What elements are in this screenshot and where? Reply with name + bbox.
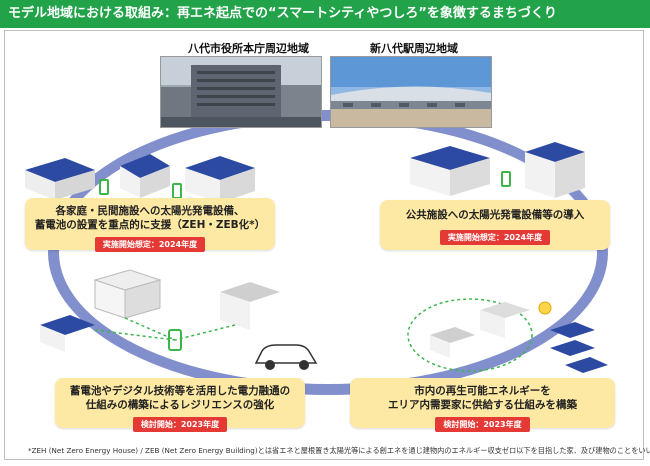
status-badge: 検討開始：2023年度 (132, 417, 228, 432)
home-support-card: 各家庭・民間施設への太陽光発電設備、 蓄電池の設置を重点的に支援（ZEH・ZEB… (25, 198, 275, 252)
city-hall-area-label: 八代市役所本庁周辺地域 (188, 42, 309, 55)
card-text: 市内の再生可能エネルギーを エリア内需要家に供給する仕組みを構築 (388, 385, 577, 411)
city-hall-photo (160, 56, 322, 128)
resilience-card: 蓄電池やデジタル技術等を活用した電力融通の 仕組みの構築によるレジリエンスの強化… (55, 378, 305, 432)
status-badge: 実施開始想定：2024年度 (439, 230, 551, 245)
footnote: *ZEH (Net Zero Energy House) / ZEB (Net … (28, 446, 650, 455)
renewable-supply-card: 市内の再生可能エネルギーを エリア内需要家に供給する仕組みを構築 検討開始：20… (350, 378, 615, 432)
card-text: 各家庭・民間施設への太陽光発電設備、 蓄電池の設置を重点的に支援（ZEH・ZEB… (34, 205, 266, 231)
homes-solar-illustration (25, 154, 255, 203)
public-facility-card: 公共施設への太陽光発電設備等の導入 実施開始想定：2024年度 (380, 200, 610, 250)
renewable-supply-illustration (407, 298, 608, 373)
public-buildings-illustration (410, 142, 585, 198)
electric-car-icon (254, 344, 318, 370)
town-ring (48, 110, 608, 395)
page-title: モデル地域における取組み：再エネ起点での“スマートシティやつしろ”を象徴するまち… (0, 0, 650, 28)
card-text: 公共施設への太陽光発電設備等の導入 (405, 209, 585, 221)
station-area-label: 新八代駅周辺地域 (370, 42, 458, 55)
station-photo (330, 56, 492, 128)
power-sharing-network-illustration (40, 269, 280, 352)
status-badge: 検討開始：2023年度 (435, 417, 530, 432)
card-text: 蓄電池やデジタル技術等を活用した電力融通の 仕組みの構築によるレジリエンスの強化 (69, 385, 291, 411)
status-badge: 実施開始想定：2024年度 (94, 237, 206, 252)
content-frame (4, 30, 644, 460)
